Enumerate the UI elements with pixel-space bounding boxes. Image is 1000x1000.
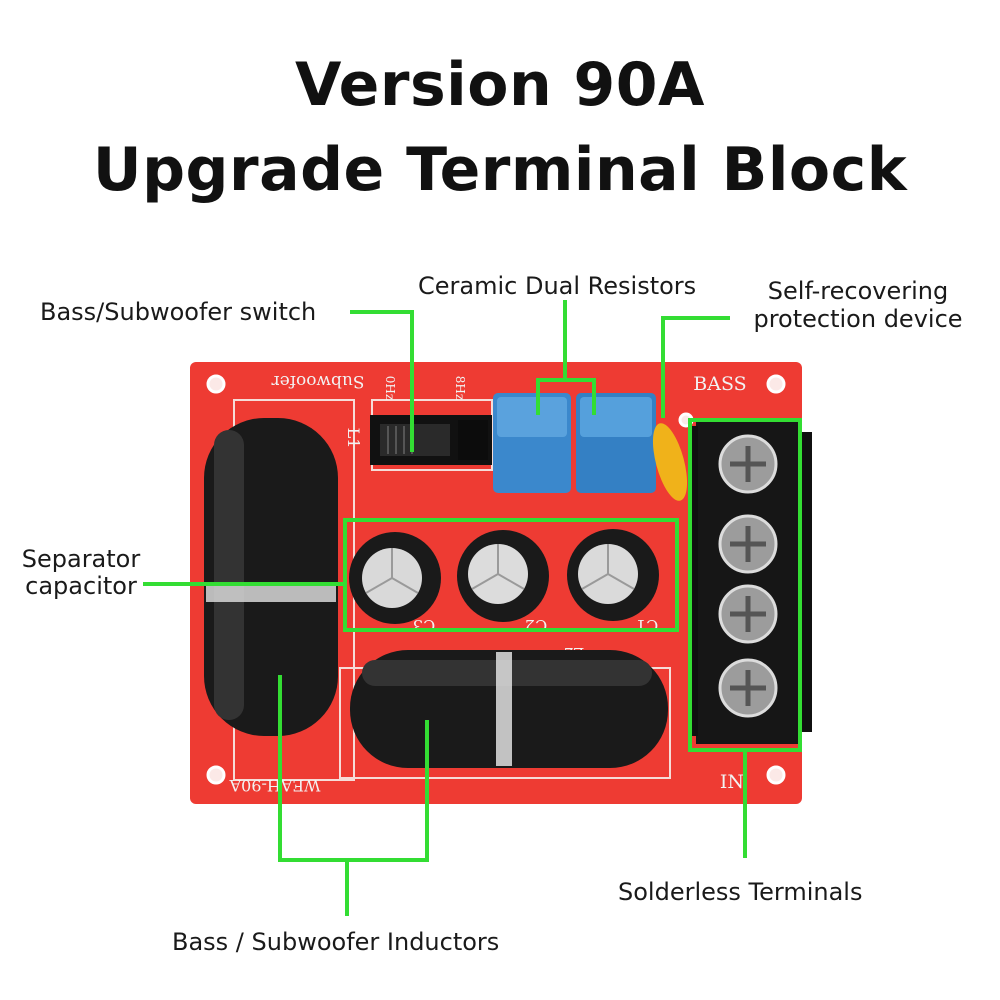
label-protection-line-1: Self-recovering	[767, 277, 949, 305]
label-ceramic-resistors: Ceramic Dual Resistors	[418, 272, 697, 300]
pcb-label-c1: C1	[636, 616, 658, 635]
pcb-label-hz-left: 0Hz	[383, 376, 397, 400]
pcb-label-c3: C3	[413, 616, 435, 635]
label-solderless-terminals: Solderless Terminals	[618, 878, 863, 906]
label-inductors: Bass / Subwoofer Inductors	[172, 928, 500, 956]
title-line-2: Upgrade Terminal Block	[92, 135, 908, 205]
switch-component	[370, 415, 492, 465]
capacitor-components	[349, 529, 659, 624]
pcb-label-model: WEAH-90A	[229, 776, 320, 795]
resistor-components	[493, 393, 656, 493]
pcb-label-bass: BASS	[693, 373, 746, 395]
label-capacitor-line-2: capacitor	[25, 572, 137, 600]
terminal-block	[688, 418, 812, 744]
fuse-component	[652, 423, 688, 501]
pcb-label-subwoofer: Subwoofer	[271, 371, 365, 391]
title-line-1: Version 90A	[295, 50, 705, 120]
label-protection-line-2: protection device	[753, 305, 963, 333]
label-bass-switch: Bass/Subwoofer switch	[40, 298, 317, 326]
pcb-label-in: IN	[720, 771, 744, 793]
annotation-lines	[143, 300, 802, 916]
pcb-label-hz-right: 8Hz	[453, 376, 467, 400]
pcb-label-l1: L1	[344, 428, 363, 449]
pcb-label-c2: C2	[525, 616, 547, 635]
inductor-components	[204, 418, 668, 768]
label-capacitor-line-1: Separator	[21, 545, 141, 573]
